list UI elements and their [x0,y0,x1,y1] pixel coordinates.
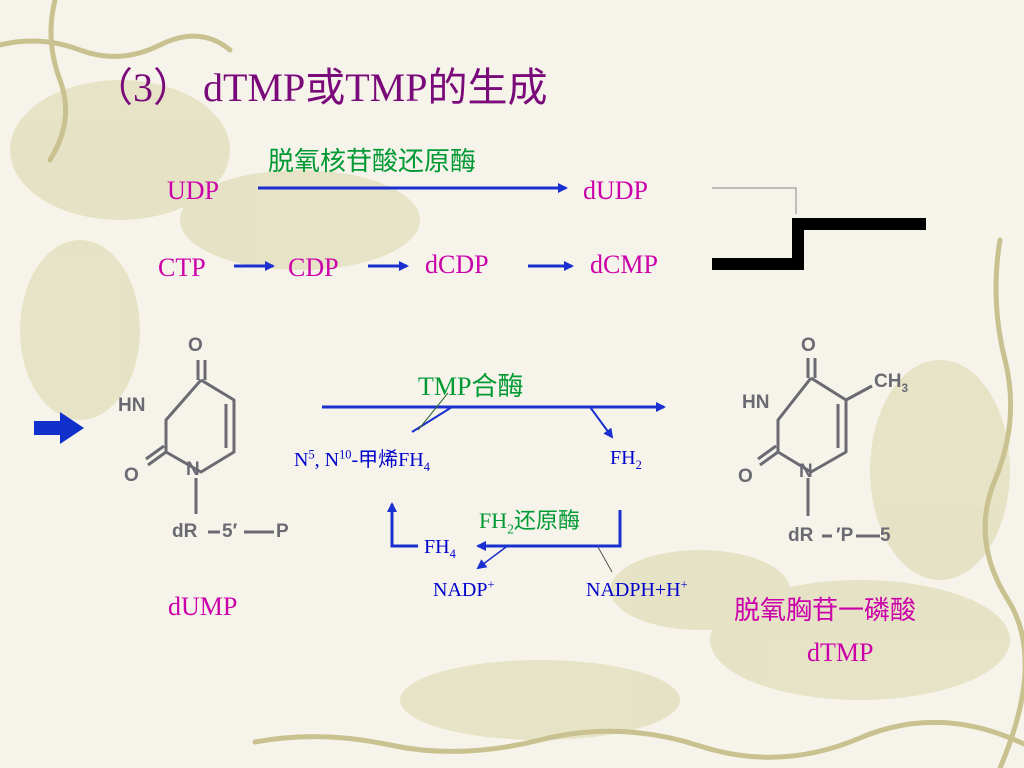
dtmp-atom-ch3: CH3 [874,371,908,394]
dtmp-atom-5-number: ′ [836,525,841,546]
dtmp-atom-n: N [799,461,813,482]
fh2-sub: 2 [635,458,642,472]
dtmp-chinese-name: 脱氧胸苷一磷酸 [734,596,917,625]
dump-atom-o-left: O [124,465,139,486]
leaf-shape [400,660,680,740]
cofactor-rest-sub: 4 [423,460,430,474]
dudp-label: dUDP [583,176,649,205]
fh2-label: FH2 [610,447,642,471]
vine-left [47,0,69,163]
dump-name: dUMP [168,592,238,621]
fh2-base: FH [610,447,636,469]
dtmp-atom-5: ′P [836,526,853,545]
dtmp-atom-p: 5 [880,525,891,546]
dump-atom-hn: HN [118,395,146,416]
nadph-sup: + [680,577,688,592]
fh2-reductase-label: FH2还原酶 [479,508,580,536]
dump-atom-n: N [186,459,200,480]
slide-title: （3） dTMP或TMP的生成 [93,65,548,110]
connector-thick-line [712,218,926,270]
fh4-label: FH4 [424,536,456,560]
nadph-branch-line [597,546,613,573]
leaf-shape [710,580,1010,700]
dtmp-atom-ch3-sub: 3 [901,381,908,395]
nadph-base: NADPH+H [586,579,681,601]
fh4-base: FH [424,536,450,558]
vine-right [982,237,1024,768]
dtmp-ring-bonds [757,358,880,538]
fh4-sub: 4 [449,547,456,561]
nadph-label: NADPH+H+ [586,577,688,601]
n5-base: N [294,449,309,471]
fh2-reductase-suffix: 还原酶 [513,508,580,533]
n10-base: N [324,449,340,471]
dtmp-atom-o-top: O [801,335,816,356]
dtmp-name: dTMP [807,638,874,667]
nadp-base: NADP [433,579,488,601]
cofactor-branch-line [411,406,453,433]
n5-sup: 5 [308,447,315,462]
dump-atom-o-top: O [188,335,203,356]
cdp-label: CDP [288,253,339,282]
leaf-shape [610,550,790,630]
fh2-branch-arrow [589,406,614,439]
tmp-synthase-label: TMP合酶 [418,372,524,401]
nadp-label: NADP+ [433,577,495,601]
fh2-reductase-base: FH [479,508,508,533]
dump-atom-5-prime: ′ [232,521,238,542]
dump-atom-p: P [276,521,289,542]
pointer-arrow-icon [34,412,84,444]
dtmp-atom-hn: HN [742,392,770,413]
leaf-shape [180,170,420,270]
dcdp-label: dCDP [425,250,489,279]
dtmp-atom-o-left: O [738,466,753,487]
methylene-thf-label: N5, N10-甲烯FH4 [294,447,430,473]
dump-atom-5: 5′ [222,522,237,541]
dump-atom-dr: dR [172,521,198,542]
nadp-branch-arrow [476,546,507,570]
fh4-return-arrow [387,502,418,548]
dtmp-atom-dr: dR [788,525,814,546]
regeneration-cycle-arrow [476,510,622,551]
vine-bottom [252,719,1024,760]
dtmp-atom-ch3-base: CH [874,371,902,392]
vine-top [0,33,233,59]
fh2-reductase-sub: 2 [507,521,514,537]
dump-ring-bonds [145,360,274,534]
enzyme-label-leader [417,392,449,431]
cofactor-sep: , [314,449,325,471]
leaf-shape [870,360,1010,580]
dcmp-label: dCMP [590,250,658,279]
dtmp-atom-5-prime: P [840,525,854,546]
n10-sup: 10 [339,447,352,462]
cofactor-rest: -甲烯FH [351,449,424,471]
nadp-sup: + [487,577,495,592]
udp-label: UDP [167,176,220,205]
dump-atom-5-number: 5 [222,521,233,542]
deoxynucleotide-reductase-label: 脱氧核苷酸还原酶 [268,147,477,176]
leaf-shape [20,240,140,420]
connector-thin-line [712,187,797,214]
ctp-label: CTP [158,253,206,282]
